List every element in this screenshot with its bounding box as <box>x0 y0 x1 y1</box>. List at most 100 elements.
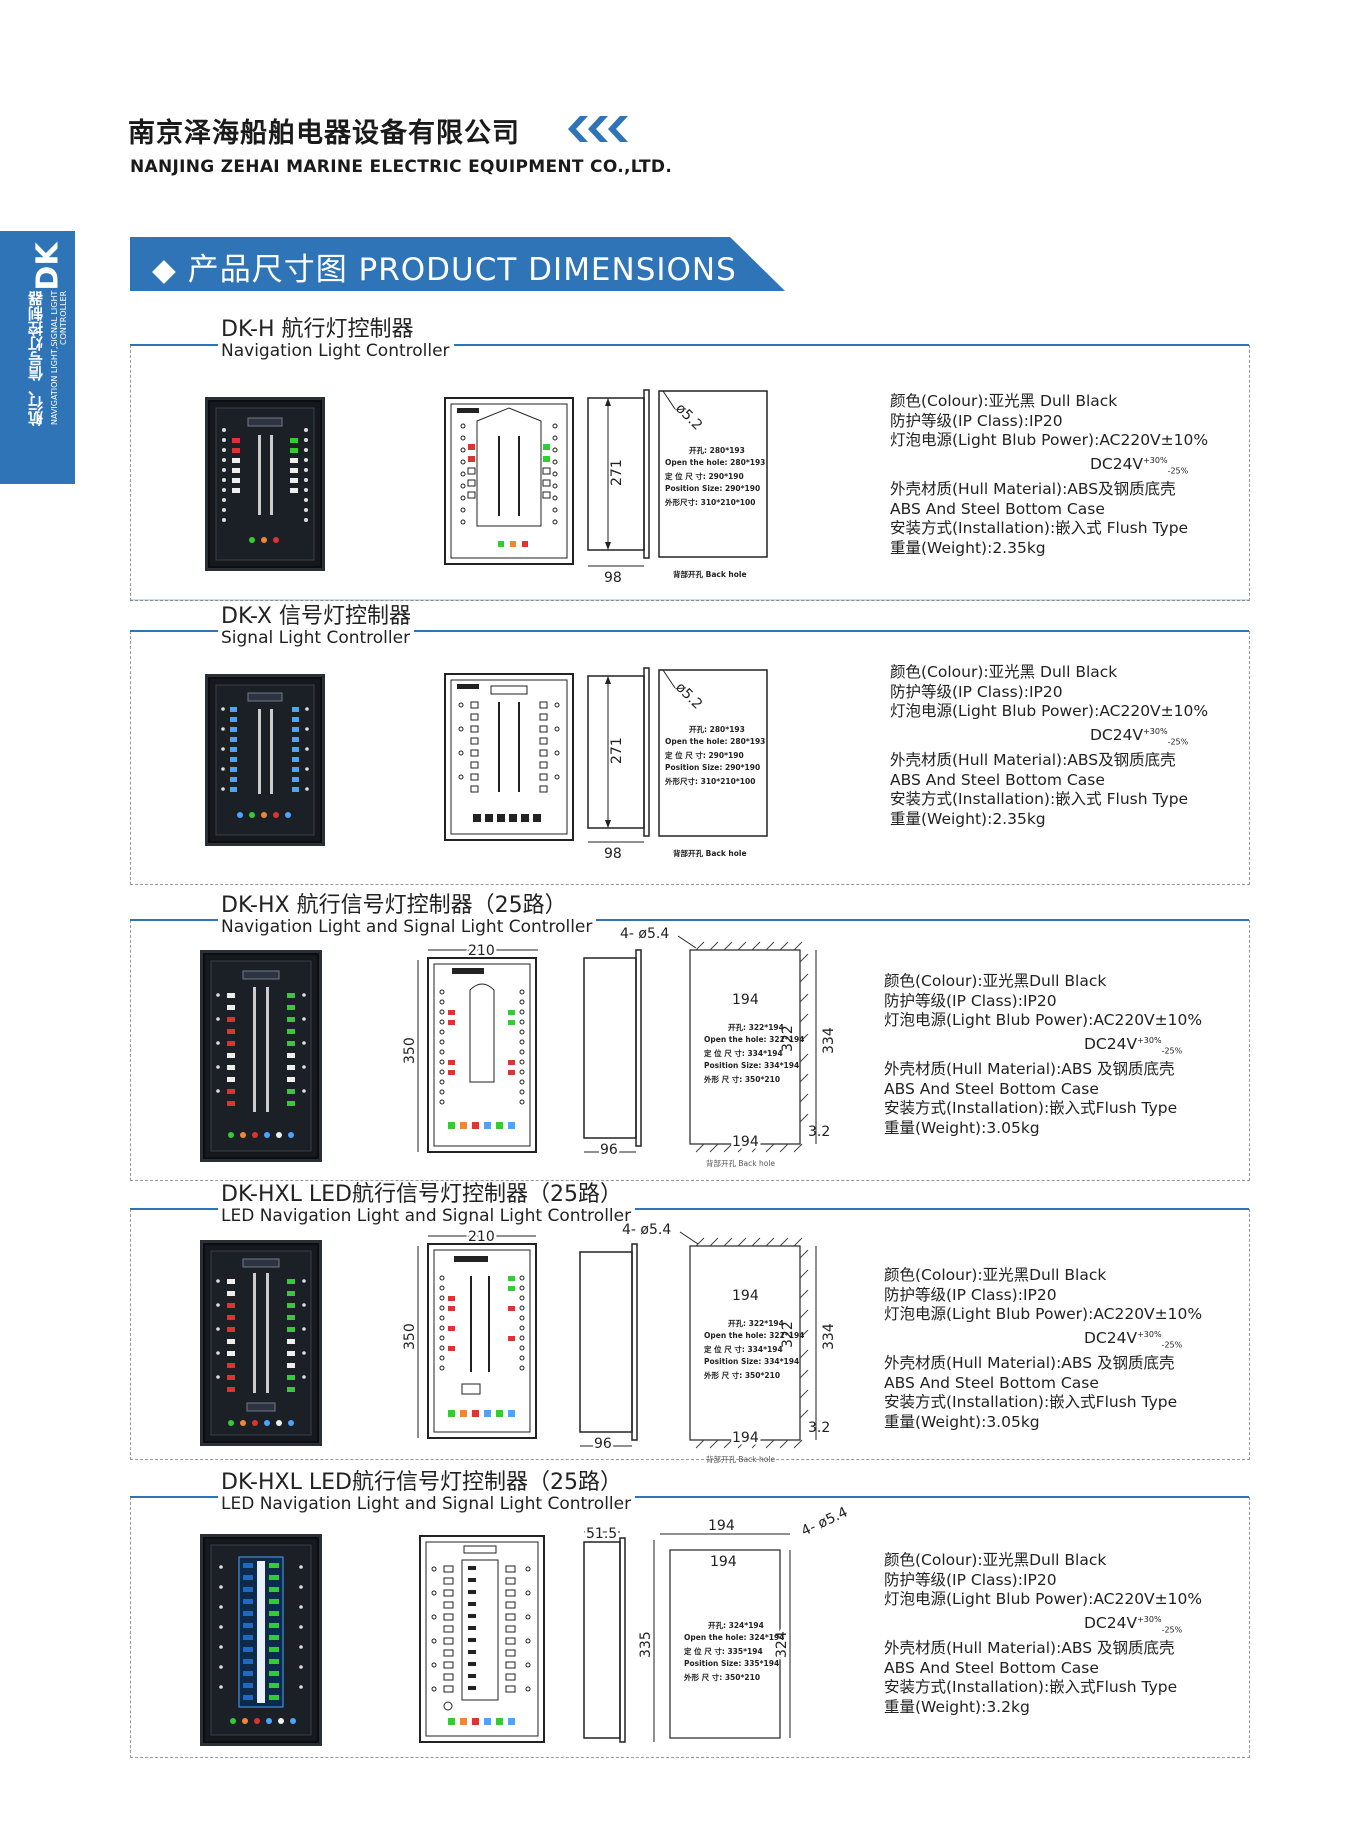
spec-ip: 防护等级(IP Class):IP20 <box>884 1285 1057 1304</box>
dim-height: 350 <box>402 1037 418 1064</box>
spec-weight: 重量(Weight):3.2kg <box>884 1697 1030 1716</box>
dim-depth: 96 <box>600 1142 618 1158</box>
back-hole-drawing: 4- ø5.4 194 322 334 3.2 开孔: 322*194 Open… <box>620 926 837 1168</box>
spec-dc: DC24V+30%-25% <box>1084 1034 1183 1055</box>
dim-inner-height: 322 <box>780 1321 796 1348</box>
spec-dc: DC24V+30%-25% <box>1090 725 1189 746</box>
hole-note: 定 位 尺 寸: 335*194 <box>684 1646 763 1656</box>
spec-colour: 颜色(Colour):亚光黑 Dull Black <box>890 663 1118 681</box>
side-view-drawing: 96 <box>583 949 642 1161</box>
spec-block: 颜色(Colour):亚光黑Dull Black 防护等级(IP Class):… <box>884 1266 1202 1432</box>
section-subtitle: Signal Light Controller <box>218 629 415 648</box>
company-name-en: NANJING ZEHAI MARINE ELECTRIC EQUIPMENT … <box>130 157 673 177</box>
hole-note: Open the hole: 280*193 <box>665 458 765 467</box>
spec-install: 安装方式(Installation):嵌入式Flush Type <box>884 1393 1178 1412</box>
section-title: DK-HX 航行信号灯控制器（25路） <box>218 894 573 918</box>
spec-material-en: ABS And Steel Bottom Case <box>884 1079 1099 1098</box>
section-rule <box>130 919 1249 921</box>
hole-note: Open the hole: 324*194 <box>684 1633 784 1642</box>
dim-depth: 51.5 <box>586 1526 617 1542</box>
spec-dc: DC24V+30%-25% <box>1084 1613 1183 1634</box>
side-view-drawing: 271 98 <box>587 667 650 862</box>
back-hole-drawing: ø5.2 开孔: 280*193 Open the hole: 280*193 … <box>658 390 768 579</box>
dim-height: 335 <box>638 1631 654 1658</box>
spec-power: 灯泡电源(Light Blub Power):AC220V±10% <box>884 1305 1203 1323</box>
dim-depth: 98 <box>604 846 622 862</box>
section-frame <box>130 1497 1250 1758</box>
section-title: DK-H 航行灯控制器 <box>218 318 420 342</box>
side-category-tab: DK 航行、信号灯控制器 NAVIGATION LIGHT,SIGNAL LIG… <box>0 231 75 484</box>
company-name-cn: 南京泽海船舶电器设备有限公司 <box>128 118 520 149</box>
spec-block: 颜色(Colour):亚光黑 Dull Black 防护等级(IP Class)… <box>890 663 1208 829</box>
dim-outer-height: 334 <box>821 1323 837 1350</box>
spec-material: 外壳材质(Hull Material):ABS及钢质底壳 <box>890 480 1176 499</box>
section-subtitle: LED Navigation Light and Signal Light Co… <box>218 1495 636 1514</box>
spec-weight: 重量(Weight):2.35kg <box>890 809 1046 828</box>
hole-note: 开孔: 324*194 <box>708 1620 764 1630</box>
spec-ip: 防护等级(IP Class):IP20 <box>884 1570 1057 1589</box>
front-panel-drawing: 210 350 <box>400 941 538 1153</box>
spec-material-en: ABS And Steel Bottom Case <box>890 770 1105 789</box>
spec-material: 外壳材质(Hull Material):ABS及钢质底壳 <box>890 751 1176 770</box>
dim-width: 210 <box>468 943 495 959</box>
hole-note: 外形 尺 寸: 350*210 <box>704 1370 780 1380</box>
dim-outer-width: 194 <box>708 1518 735 1534</box>
dim-bottom-width: 194 <box>732 1430 759 1446</box>
dim-depth: 96 <box>594 1436 612 1452</box>
front-panel-drawing <box>419 1535 545 1743</box>
hole-note: 定 位 尺 寸: 334*194 <box>704 1344 783 1354</box>
spec-ip: 防护等级(IP Class):IP20 <box>884 991 1057 1010</box>
section-subtitle: Navigation Light Controller <box>218 342 454 361</box>
product-photo <box>200 1240 322 1446</box>
spec-material-en: ABS And Steel Bottom Case <box>884 1373 1099 1392</box>
spec-install: 安装方式(Installation):嵌入式 Flush Type <box>890 519 1189 538</box>
dim-hole: ø5.2 <box>672 401 705 434</box>
dim-height: 350 <box>402 1323 418 1350</box>
back-hole-label: 背部开孔 Back hole <box>673 569 747 579</box>
spec-material-en: ABS And Steel Bottom Case <box>890 499 1105 518</box>
dim-hole: 4- ø5.4 <box>620 926 669 942</box>
hole-note: Position Size: 335*194 <box>684 1659 779 1668</box>
hole-note: 定 位 尺 寸: 290*190 <box>665 750 744 760</box>
spec-block: 颜色(Colour):亚光黑 Dull Black 防护等级(IP Class)… <box>890 392 1208 558</box>
hole-note: Position Size: 290*190 <box>665 484 760 493</box>
hole-note: 外形尺寸: 310*210*100 <box>665 497 755 507</box>
product-photo <box>200 1534 322 1746</box>
spec-power: 灯泡电源(Light Blub Power):AC220V±10% <box>884 1590 1203 1608</box>
section-banner <box>130 237 785 291</box>
hole-note: Position Size: 290*190 <box>665 763 760 772</box>
spec-dc: DC24V+30%-25% <box>1084 1328 1183 1349</box>
section-frame <box>130 345 1250 601</box>
spec-weight: 重量(Weight):2.35kg <box>890 538 1046 557</box>
hole-note: 外形 尺 寸: 350*210 <box>704 1074 780 1084</box>
spec-power: 灯泡电源(Light Blub Power):AC220V±10% <box>890 702 1209 720</box>
spec-colour: 颜色(Colour):亚光黑Dull Black <box>884 972 1107 990</box>
spec-weight: 重量(Weight):3.05kg <box>884 1118 1040 1137</box>
dim-inner-height: 324 <box>774 1631 790 1658</box>
dim-depth: 98 <box>604 570 622 586</box>
hole-note: 外形 尺 寸: 350*210 <box>684 1672 760 1682</box>
hole-note: Position Size: 334*194 <box>704 1061 799 1070</box>
back-hole-drawing: 4- ø5.4 194 322 334 3.2 开孔: 322*194 Open… <box>622 1222 837 1464</box>
section-title: DK-X 信号灯控制器 <box>218 605 417 629</box>
dim-margin: 3.2 <box>808 1420 830 1436</box>
dim-outer-height: 334 <box>821 1027 837 1054</box>
dim-inner-height: 322 <box>780 1025 796 1052</box>
product-photo <box>205 397 325 571</box>
dim-margin: 3.2 <box>808 1124 830 1140</box>
spec-material: 外壳材质(Hull Material):ABS 及钢质底壳 <box>884 1354 1175 1373</box>
hole-note: 定 位 尺 寸: 290*190 <box>665 471 744 481</box>
hole-note: Open the hole: 322*194 <box>704 1035 804 1044</box>
hole-note: Open the hole: 280*193 <box>665 737 765 746</box>
hole-note: 开孔: 322*194 <box>728 1318 784 1328</box>
back-hole-label: 背部开孔 Back hole <box>706 1158 775 1168</box>
spec-weight: 重量(Weight):3.05kg <box>884 1412 1040 1431</box>
back-hole-label: 背部开孔 Back hole <box>673 848 747 858</box>
spec-dc: DC24V+30%-25% <box>1090 454 1189 475</box>
spec-material: 外壳材质(Hull Material):ABS 及钢质底壳 <box>884 1060 1175 1079</box>
dim-hole: 4- ø5.4 <box>799 1504 850 1539</box>
dim-inner-width: 194 <box>732 1288 759 1304</box>
hole-note: 开孔: 280*193 <box>689 445 745 455</box>
spec-block: 颜色(Colour):亚光黑Dull Black 防护等级(IP Class):… <box>884 1551 1202 1717</box>
spec-material-en: ABS And Steel Bottom Case <box>884 1658 1099 1677</box>
